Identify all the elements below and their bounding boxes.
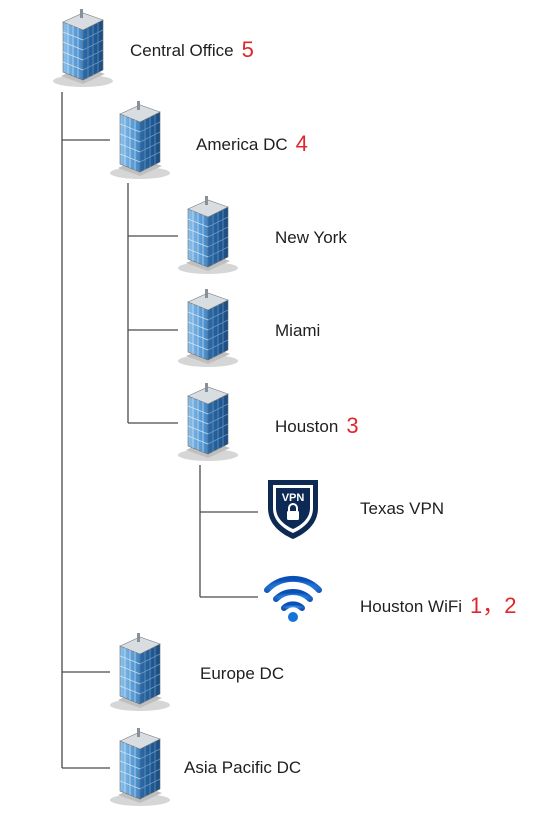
vpn-shield-svg: VPN: [268, 480, 318, 539]
step-badge: 3: [346, 413, 359, 438]
node-label: Houston 3: [275, 413, 359, 439]
node-label: Asia Pacific DC: [184, 758, 301, 778]
node-label-text: Central Office: [130, 41, 234, 60]
office-building-icon: [104, 632, 176, 712]
node-label: America DC 4: [196, 131, 308, 157]
step-badge: 1，2: [470, 593, 517, 618]
office-building-icon: [47, 8, 119, 88]
node-label: New York: [275, 228, 347, 248]
office-building-icon: [172, 288, 244, 368]
node-label-text: Houston: [275, 417, 339, 436]
node-label-text: Asia Pacific DC: [184, 758, 302, 777]
node-label: Texas VPN: [360, 499, 444, 519]
node-label: Miami: [275, 321, 320, 341]
node-label-text: Houston WiFi: [360, 597, 463, 616]
node-label: Europe DC: [200, 664, 284, 684]
step-badge: 5: [241, 37, 254, 62]
node-label-text: Europe DC: [200, 664, 285, 683]
node-label-text: Miami: [275, 321, 321, 340]
node-label: Houston WiFi 1，2: [360, 588, 517, 620]
node-label-text: New York: [275, 228, 347, 247]
office-building-icon: [172, 382, 244, 462]
step-badge: 4: [295, 131, 308, 156]
node-label-text: Texas VPN: [360, 499, 445, 518]
node-label: Central Office 5: [130, 37, 254, 63]
node-label-text: America DC: [196, 135, 288, 154]
office-building-icon: [172, 195, 244, 275]
vpn-shield-icon: VPN: [262, 476, 324, 542]
svg-text:VPN: VPN: [282, 492, 305, 504]
wifi-icon: [262, 568, 324, 626]
office-building-icon: [104, 727, 176, 807]
wifi-svg: [264, 575, 322, 622]
office-building-icon: [104, 100, 176, 180]
